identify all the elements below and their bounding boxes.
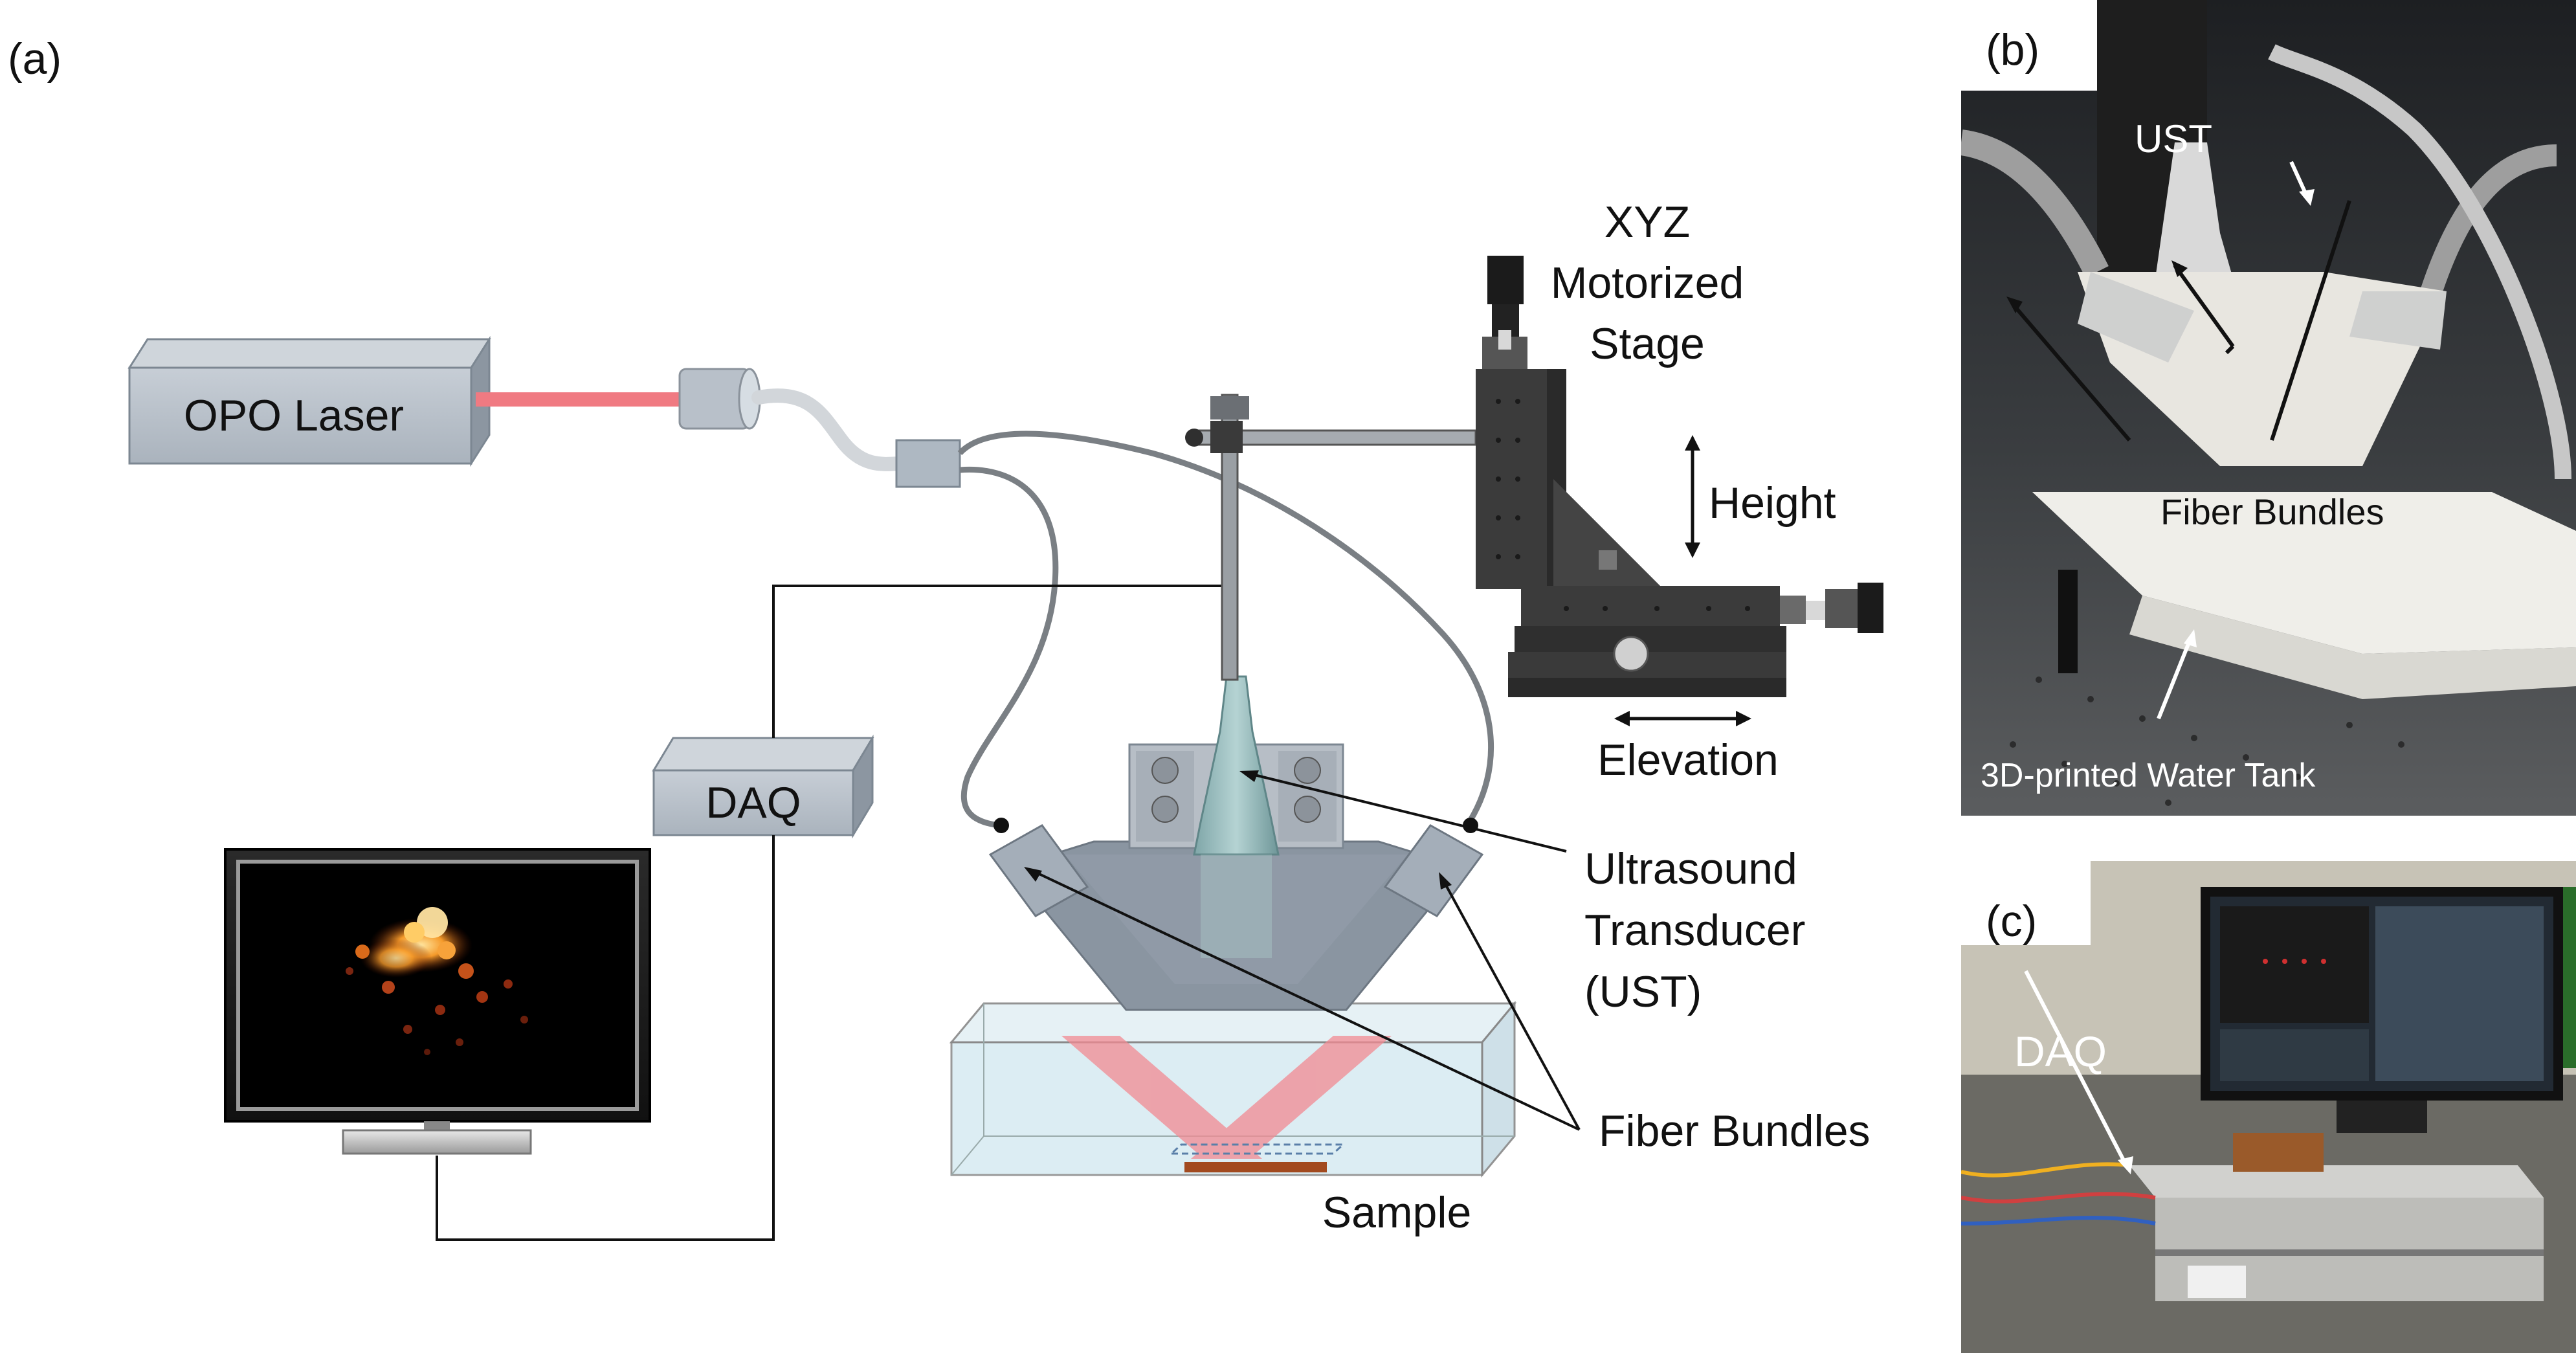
fiber-pointer-left (1032, 869, 1580, 1131)
elevation-label: Elevation (1597, 735, 1779, 785)
ust-label-2: Transducer (1584, 906, 1805, 955)
fiber-branch-right (957, 430, 1494, 824)
fiber-branch-left (959, 466, 1059, 829)
photo-b-tank-label: 3D-printed Water Tank (1981, 757, 2316, 794)
daq-box: DAQ (652, 734, 874, 839)
fiber-pointer-right (1442, 880, 1581, 1130)
daq-to-monitor-wire (436, 835, 775, 1241)
laser-label: OPO Laser (184, 391, 404, 440)
opo-laser: OPO Laser (128, 335, 491, 467)
input-fiber (751, 388, 907, 471)
panel-a-tag: (a) (8, 34, 62, 84)
ust-label-3: (UST) (1584, 967, 1702, 1016)
height-arrow (1685, 435, 1700, 558)
stage-label-2: Motorized (1551, 258, 1744, 308)
fiber-splitter (895, 439, 961, 488)
panel-c-tag: (c) (1986, 897, 2037, 946)
elevation-arrow (1614, 711, 1751, 726)
photo-c-daq-label: DAQ (2014, 1027, 2107, 1075)
laser-beam (476, 392, 682, 407)
mounting-post (1185, 394, 1477, 681)
stage-label-1: XYZ (1604, 197, 1690, 247)
photoacoustic-image (346, 907, 528, 1055)
monitor (224, 848, 651, 1155)
fiber-coupler (678, 368, 761, 430)
stage-label-3: Stage (1590, 319, 1705, 368)
water-tank (949, 1000, 1517, 1178)
panel-b-photo (1961, 0, 2576, 816)
illumination-beams (1061, 1036, 1392, 1159)
daq-label: DAQ (705, 778, 801, 827)
panel-a-diagram: OPO Laser DAQ (128, 197, 1883, 1241)
fiber-label: Fiber Bundles (1599, 1106, 1871, 1156)
probe-holder (988, 818, 1484, 1011)
photo-b-fiber-label: Fiber Bundles (2160, 491, 2384, 532)
xyz-stage (1476, 256, 1883, 697)
panel-b-tag: (b) (1986, 25, 2040, 74)
ultrasound-transducer (1193, 675, 1280, 958)
ust-label-1: Ultrasound (1584, 844, 1797, 893)
sample (1169, 1143, 1346, 1172)
ust-pointer (1249, 772, 1567, 853)
sample-label: Sample (1322, 1188, 1472, 1237)
panel-c-photo (1961, 861, 2576, 1353)
photo-b-ust-label: UST (2135, 117, 2212, 161)
height-label: Height (1709, 478, 1836, 528)
